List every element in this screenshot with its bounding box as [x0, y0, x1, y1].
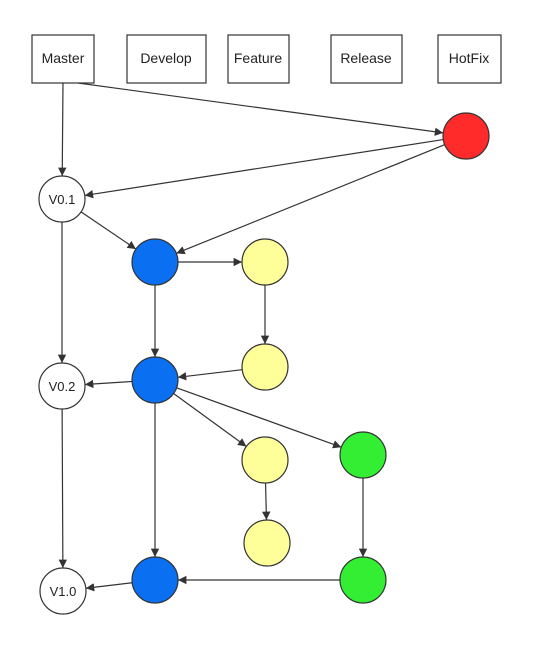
header-hotfix-label: HotFix	[449, 50, 489, 66]
node-v10-label: V1.0	[50, 584, 77, 599]
header-develop-label: Develop	[140, 50, 192, 66]
node-develop-2[interactable]	[131, 356, 179, 404]
header-master-label: Master	[42, 50, 85, 66]
header-release-label: Release	[340, 50, 392, 66]
node-v02[interactable]: V0.2	[38, 362, 86, 410]
edge-feature-2-to-develop-2	[177, 369, 243, 381]
node-feature-1[interactable]	[241, 238, 289, 286]
header-release[interactable]: Release	[330, 34, 403, 84]
node-v01-label: V0.1	[49, 192, 76, 207]
node-develop-3[interactable]	[131, 556, 179, 604]
node-feature-3[interactable]	[241, 436, 289, 484]
node-v10[interactable]: V1.0	[39, 567, 87, 615]
node-release-1[interactable]	[339, 431, 387, 479]
header-master[interactable]: Master	[31, 34, 95, 84]
edge-develop-2-to-feature-3	[173, 393, 247, 447]
node-hotfix-1[interactable]	[442, 112, 490, 160]
edge-v02-to-v10	[58, 408, 68, 569]
header-feature[interactable]: Feature	[227, 34, 290, 84]
header-feature-label: Feature	[234, 50, 282, 66]
edge-hotfix-1-to-v01	[84, 138, 444, 199]
node-v02-label: V0.2	[49, 379, 76, 394]
edge-develop-2-to-release-1	[176, 387, 342, 449]
node-feature-2[interactable]	[241, 343, 289, 391]
node-develop-1[interactable]	[131, 238, 179, 286]
edge-master-header-to-hotfix-1	[77, 82, 444, 136]
node-release-2[interactable]	[339, 556, 387, 604]
edge-master-header-to-v01	[58, 82, 67, 177]
edges-layer	[57, 82, 445, 592]
header-develop[interactable]: Develop	[126, 34, 207, 84]
edge-feature-3-to-feature-4	[262, 482, 271, 521]
header-hotfix[interactable]: HotFix	[437, 34, 502, 84]
edge-hotfix-1-to-develop-1	[176, 144, 445, 255]
edge-develop-2-to-v02	[84, 379, 133, 389]
node-v01[interactable]: V0.1	[38, 175, 86, 223]
edge-v01-to-develop-1	[80, 211, 137, 250]
edge-develop-3-to-v10	[85, 582, 133, 592]
node-feature-4[interactable]	[243, 519, 291, 567]
